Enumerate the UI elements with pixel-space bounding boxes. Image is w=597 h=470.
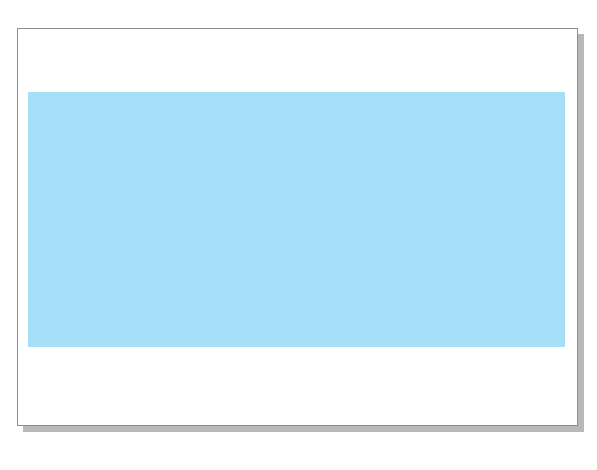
rectangle-shape[interactable] <box>28 92 565 347</box>
